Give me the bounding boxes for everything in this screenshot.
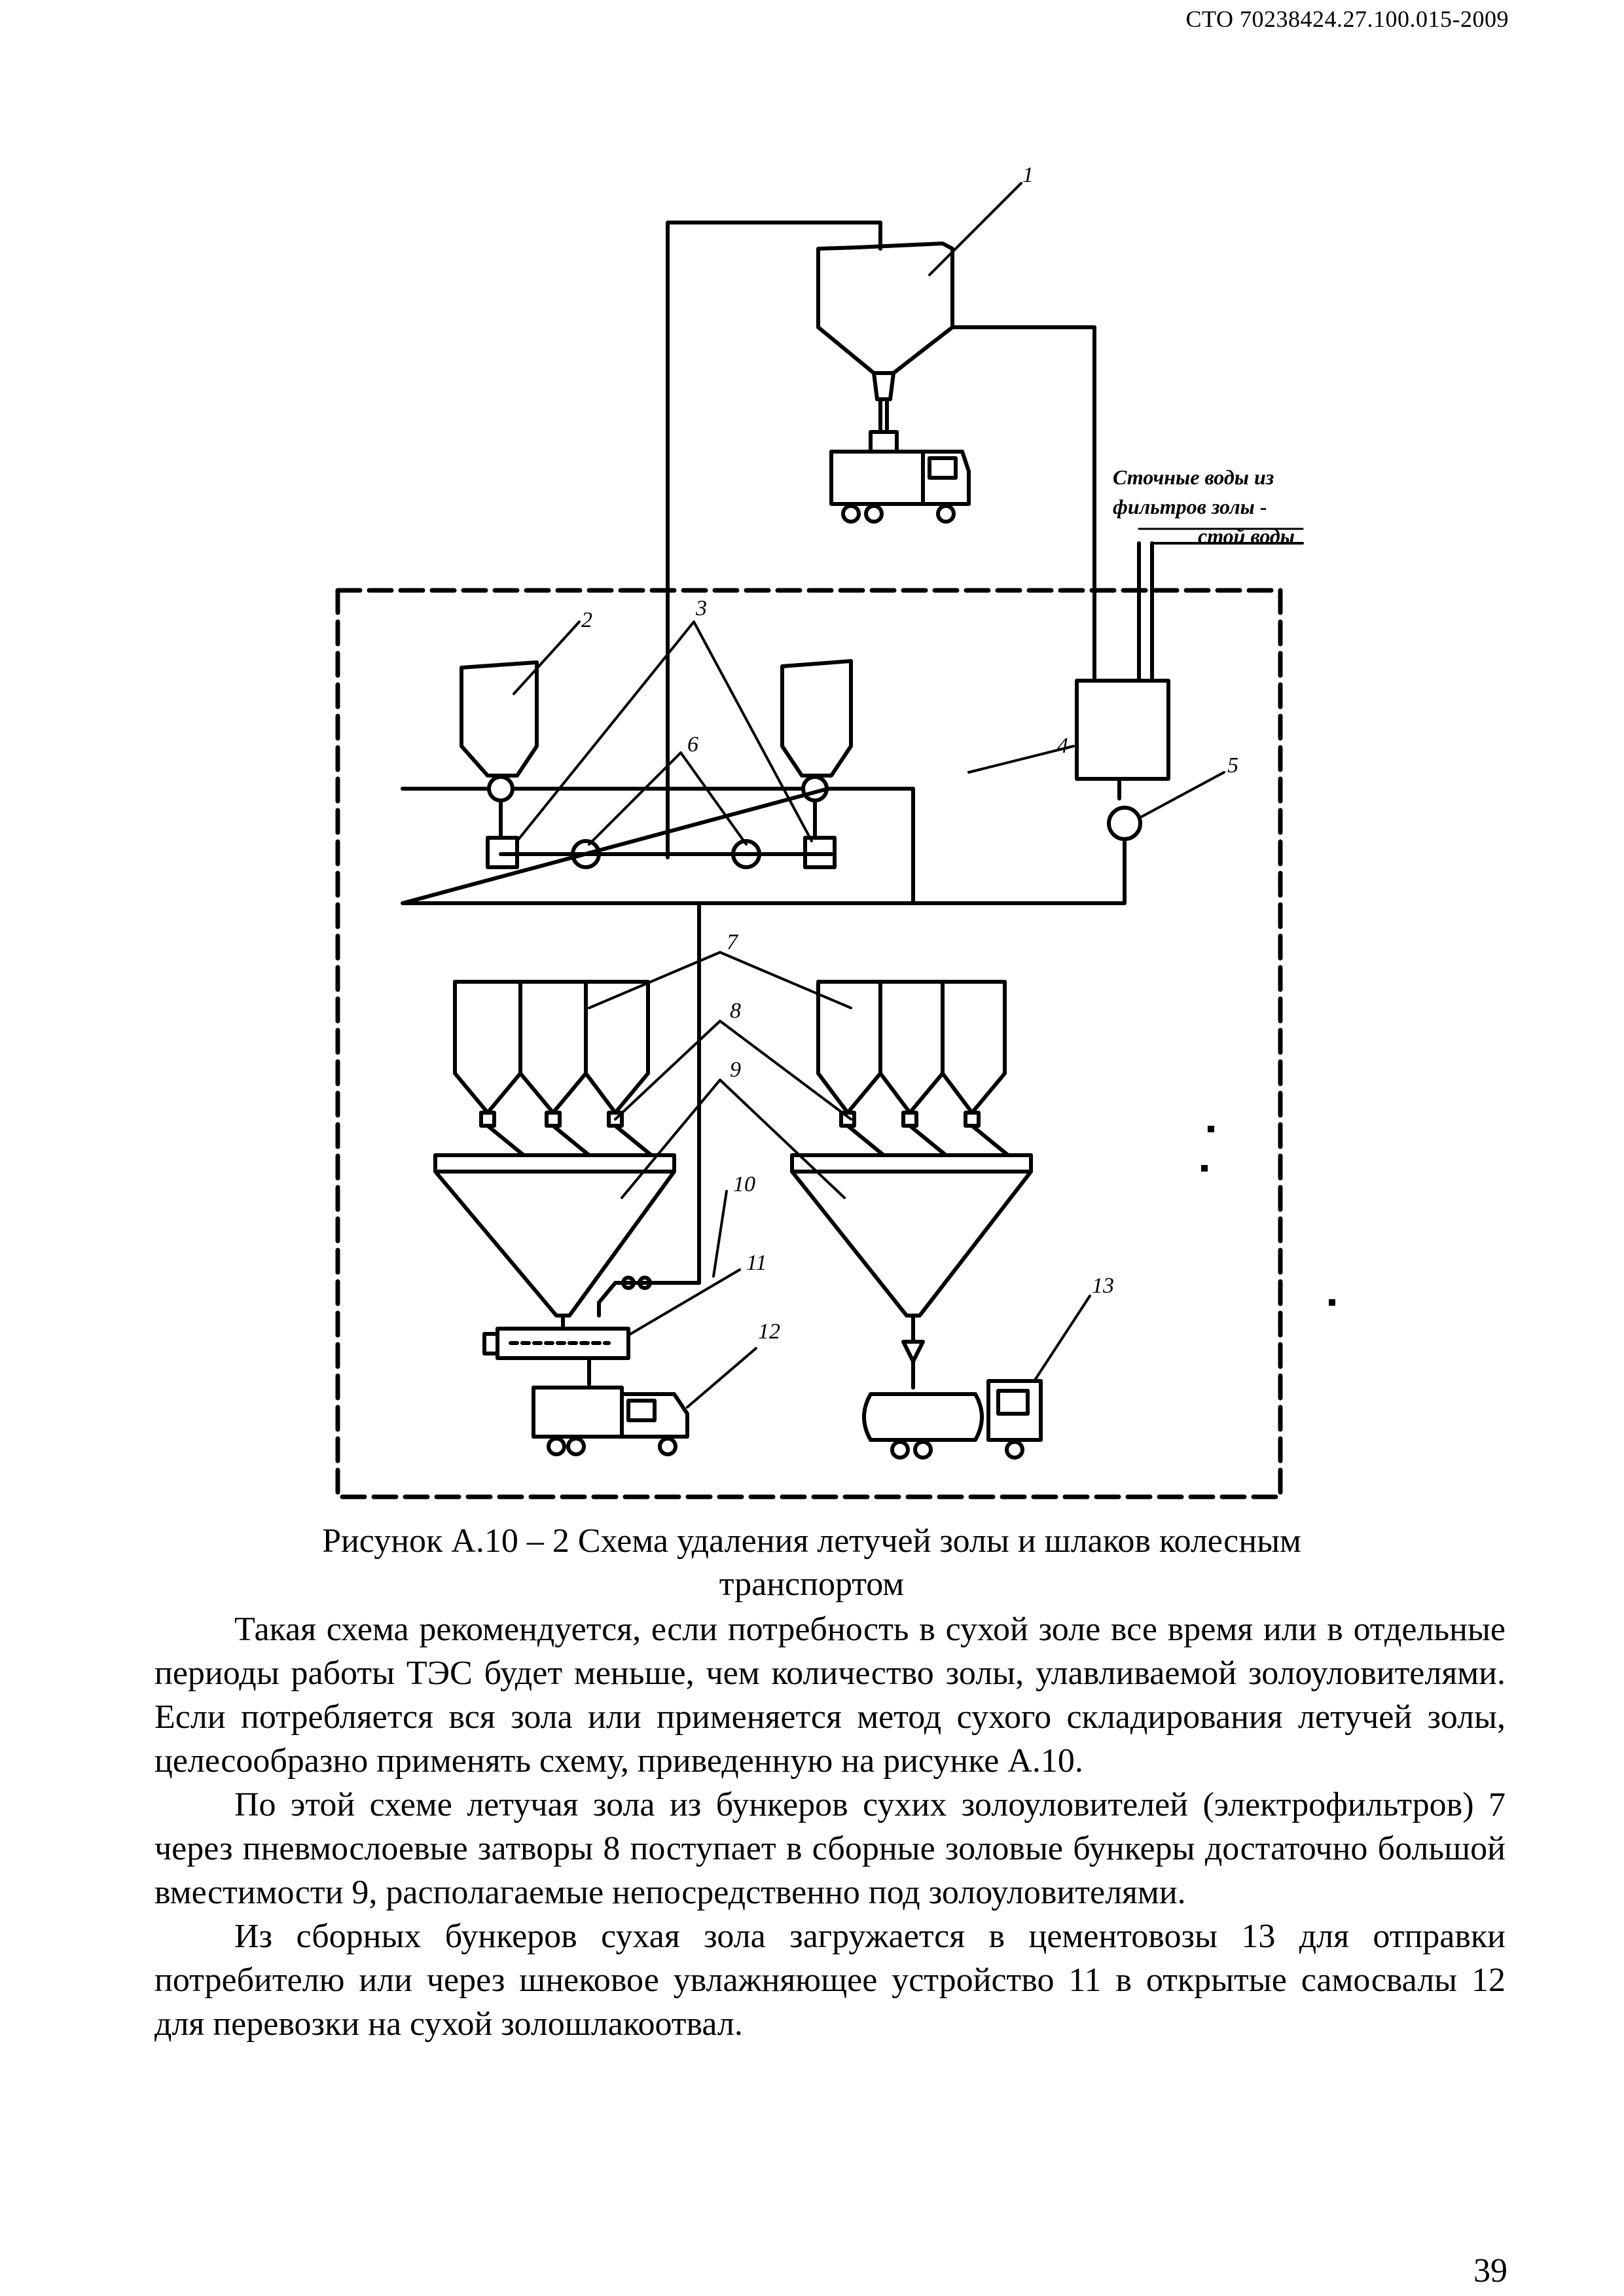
hopper-2-left xyxy=(460,660,539,802)
note-line-3: стой воды xyxy=(1198,524,1295,548)
truck-top xyxy=(829,430,971,524)
hopper-2-right xyxy=(780,659,853,802)
precipitator-7-left xyxy=(453,980,650,1128)
callout-6: 6 xyxy=(687,732,698,757)
callout-1: 1 xyxy=(1022,163,1034,187)
collector-loop xyxy=(401,787,915,905)
paragraph-2: По этой схеме летучая зола из бункеров с… xyxy=(154,1786,1506,1911)
collecting-bunker-9-right xyxy=(790,1153,1033,1318)
callout-10: 10 xyxy=(733,1172,755,1196)
callout-7: 7 xyxy=(727,930,739,954)
screw-humidifier-11 xyxy=(482,1314,630,1386)
body-text: Такая схема рекомендуется, если потребно… xyxy=(154,1607,1506,2046)
page-number: 39 xyxy=(1473,2252,1507,2289)
precipitator-7-right xyxy=(816,980,1007,1128)
callout-8: 8 xyxy=(730,999,741,1023)
callout-5: 5 xyxy=(1227,753,1238,778)
note-line-2: фильтров золы - xyxy=(1113,495,1267,518)
figure-caption: Рисунок А.10 – 2 Схема удаления летучей … xyxy=(157,1520,1466,1606)
paragraph-1: Такая схема рекомендуется, если потребно… xyxy=(154,1611,1506,1780)
callout-12: 12 xyxy=(758,1319,780,1344)
callout-2: 2 xyxy=(581,608,592,632)
callout-11: 11 xyxy=(746,1251,767,1275)
paragraph-3: Из сборных бункеров сухая зола загружает… xyxy=(154,1918,1506,2043)
document-code: СТО 70238424.27.100.015-2009 xyxy=(1185,6,1509,32)
note-line-1: Сточные воды из xyxy=(1113,465,1274,489)
wastewater-tank-4 xyxy=(810,679,1170,905)
callout-4: 4 xyxy=(1057,734,1068,758)
callout-13: 13 xyxy=(1092,1274,1114,1298)
cement-truck-13 xyxy=(862,1314,1043,1460)
ash-removal-scheme: 1 2 3 4 5 6 7 8 9 10 11 12 13 Сточные во… xyxy=(335,163,1335,1499)
pneumatic-line-top xyxy=(666,221,882,859)
callout-3: 3 xyxy=(695,596,707,620)
caption-line-1: Рисунок А.10 – 2 Схема удаления летучей … xyxy=(322,1522,1301,1560)
caption-line-2: транспортом xyxy=(719,1566,905,1603)
dump-truck-12 xyxy=(532,1386,689,1456)
plant-boundary xyxy=(335,588,1283,1499)
callout-9: 9 xyxy=(730,1058,741,1082)
